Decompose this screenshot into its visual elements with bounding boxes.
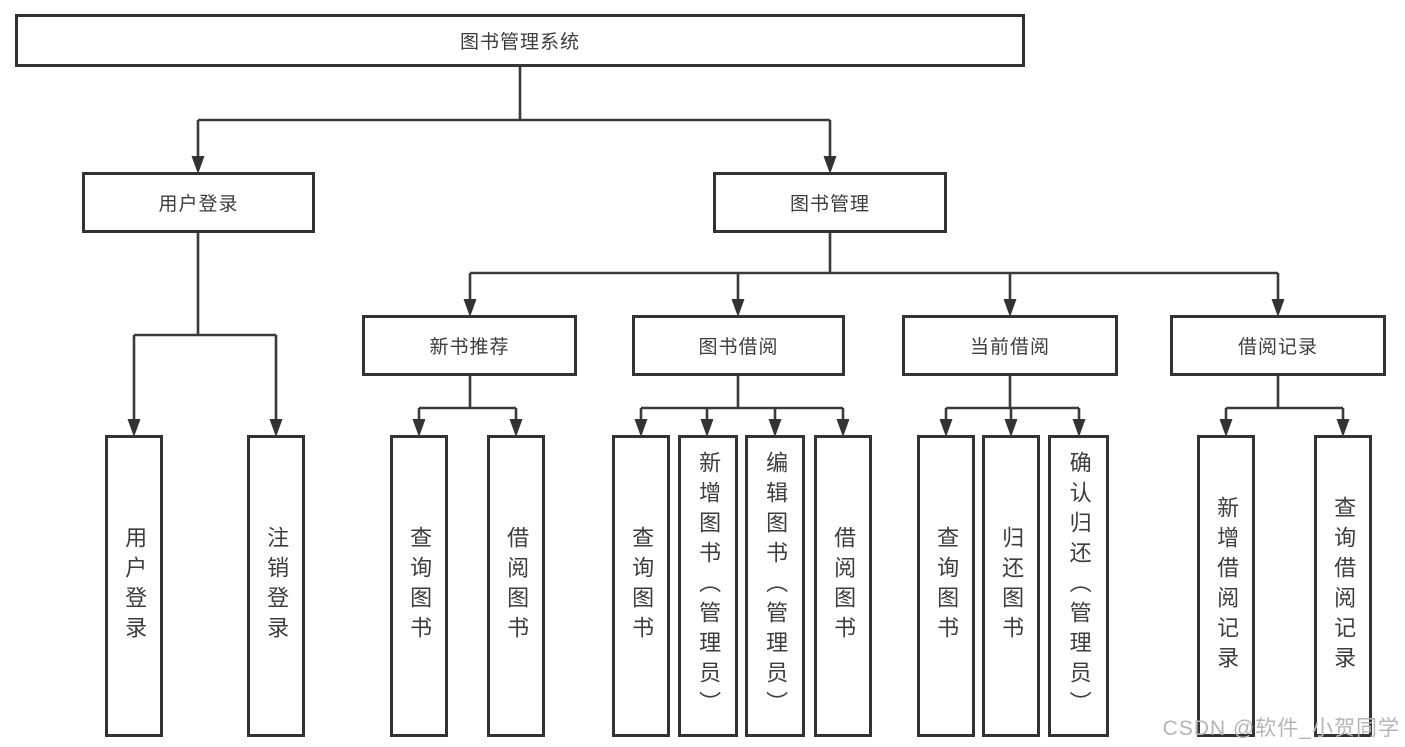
node-book-borrowing: 图书借阅 xyxy=(632,315,845,376)
leaf-query-borrow-record: 查询借阅记录 xyxy=(1314,435,1372,737)
leaf-edit-book-admin: 编辑图书（管理员） xyxy=(745,435,805,737)
leaf-user-login: 用户登录 xyxy=(105,435,163,737)
edge-book-management-to-sections xyxy=(463,232,1285,317)
leaf-query-books-current: 查询图书 xyxy=(917,435,975,737)
edge-new-book-recommend-to-leaves xyxy=(412,376,523,437)
node-borrowing-records: 借阅记录 xyxy=(1170,315,1386,376)
edge-root-to-branches xyxy=(191,66,837,174)
node-system: 图书管理系统 xyxy=(15,14,1025,67)
leaf-confirm-return-admin: 确认归还（管理员） xyxy=(1048,435,1109,737)
leaf-query-books-borrowing: 查询图书 xyxy=(612,435,670,737)
node-user-login: 用户登录 xyxy=(82,172,315,233)
leaf-add-book-admin: 新增图书（管理员） xyxy=(678,435,738,737)
node-new-book-recommend: 新书推荐 xyxy=(362,315,577,376)
leaf-borrow-books-recommend: 借阅图书 xyxy=(487,435,545,737)
edge-borrowing-records-to-leaves xyxy=(1219,376,1350,437)
edge-current-borrowing-to-leaves xyxy=(939,376,1086,437)
leaf-logout: 注销登录 xyxy=(247,435,305,737)
leaf-borrow-books-borrowing: 借阅图书 xyxy=(814,435,872,737)
edge-book-borrowing-to-leaves xyxy=(634,376,850,437)
watermark: CSDN @软件_小贺同学 xyxy=(1162,717,1400,740)
leaf-return-books: 归还图书 xyxy=(982,435,1040,737)
node-current-borrowing: 当前借阅 xyxy=(902,315,1118,376)
leaf-add-borrow-record: 新增借阅记录 xyxy=(1197,435,1255,737)
leaf-query-books-recommend: 查询图书 xyxy=(390,435,448,737)
edge-user-login-to-leaves xyxy=(127,232,283,437)
node-book-management: 图书管理 xyxy=(713,172,947,233)
